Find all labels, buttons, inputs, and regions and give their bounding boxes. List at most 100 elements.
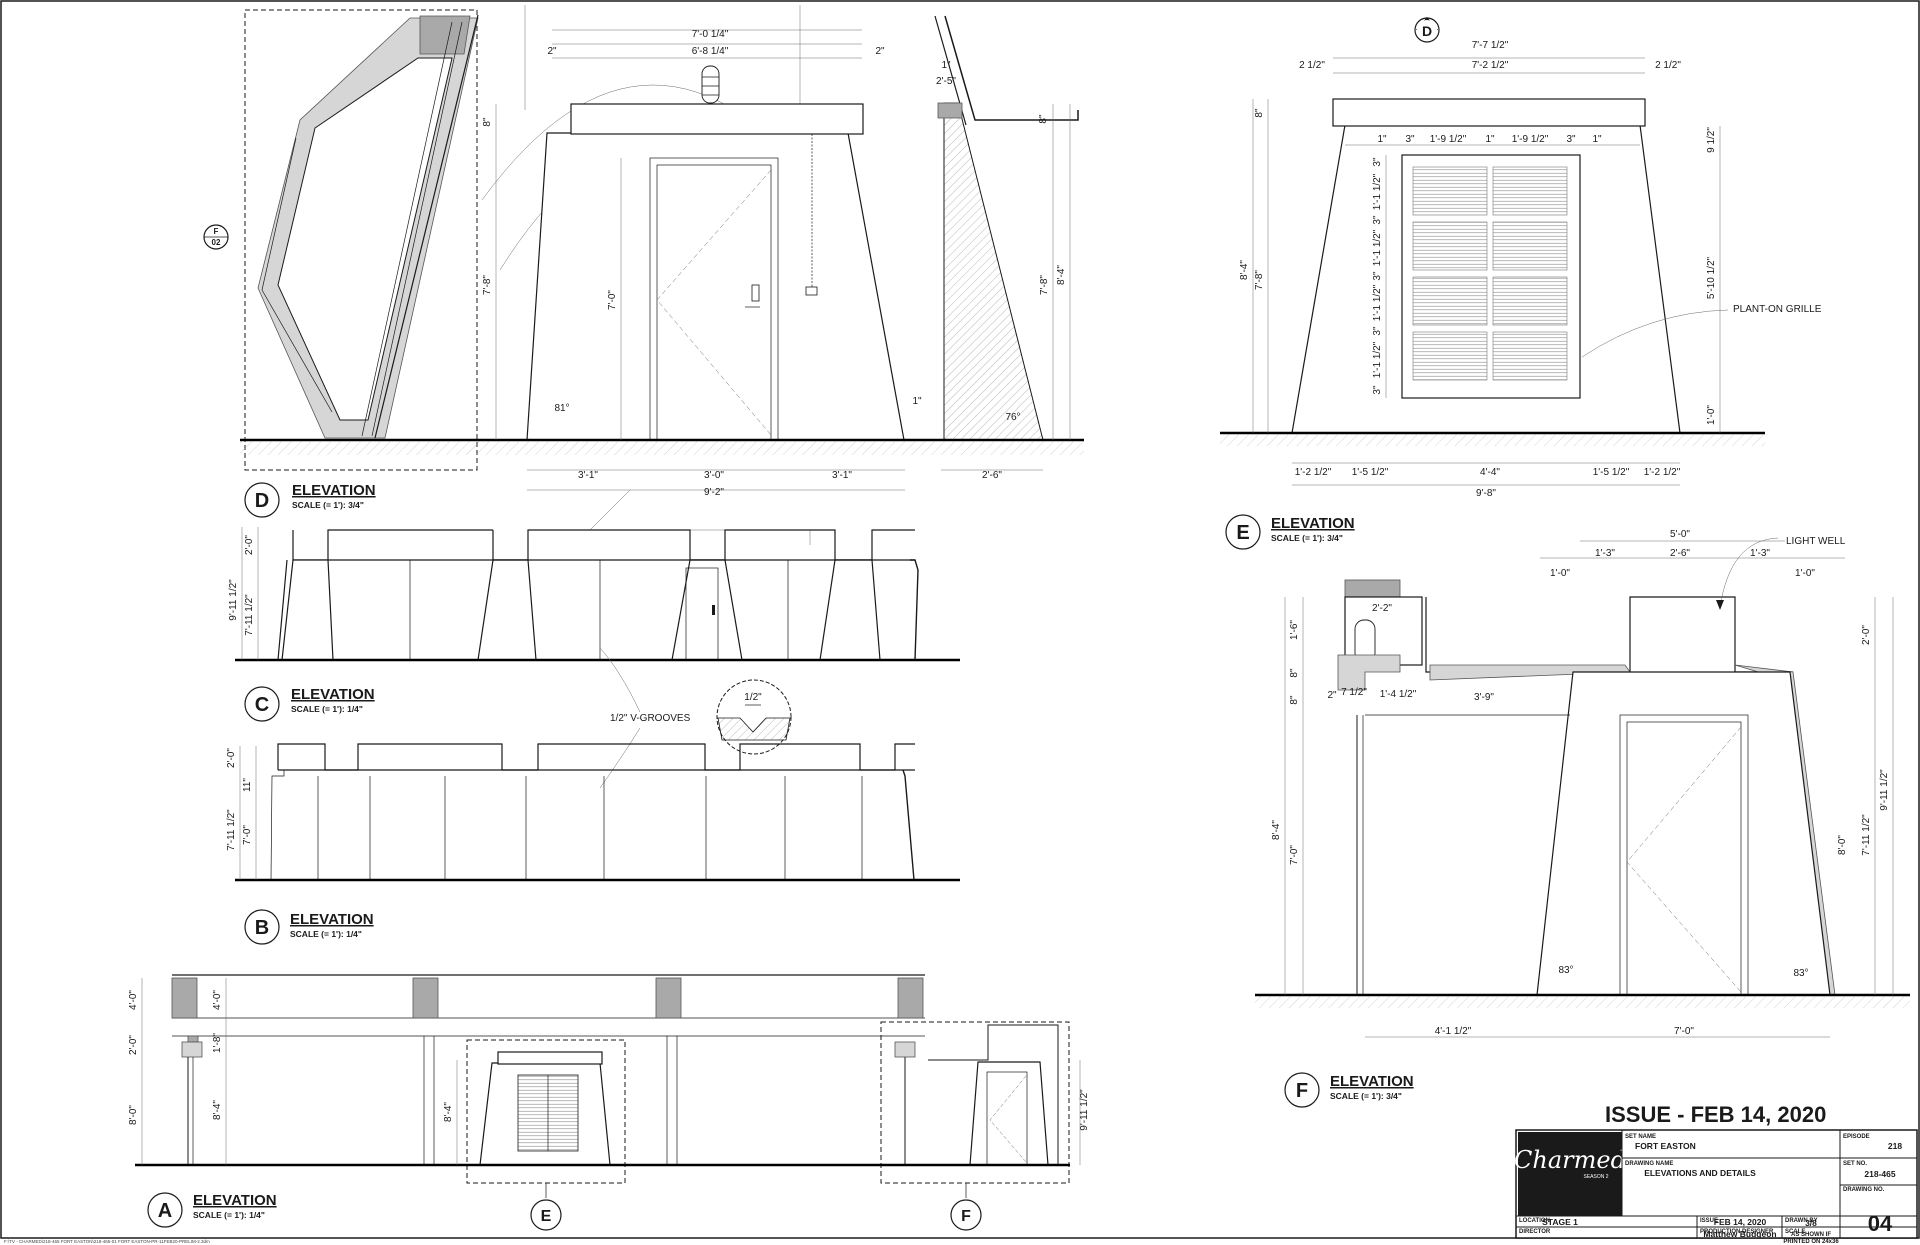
view-scale-b: SCALE (= 1'): 1/4" (290, 929, 362, 939)
svg-text:5'-10 1/2": 5'-10 1/2" (1706, 256, 1717, 299)
detail-bubble-bottom: 02 (212, 238, 221, 247)
svg-text:3": 3" (1405, 134, 1415, 145)
view-label-d: D ELEVATION SCALE (= 1'): 3/4" (244, 482, 376, 518)
svg-text:1'-9 1/2": 1'-9 1/2" (1430, 134, 1467, 145)
svg-text:D: D (255, 490, 269, 512)
svg-text:7'-0 1/4": 7'-0 1/4" (692, 29, 729, 40)
svg-text:8'-4": 8'-4" (212, 1100, 223, 1120)
view-scale-e: SCALE (= 1'): 3/4" (1271, 533, 1343, 543)
svg-text:DIRECTOR: DIRECTOR (1519, 1229, 1551, 1235)
svg-text:3'-1": 3'-1" (578, 470, 598, 481)
logo-panel (1518, 1132, 1622, 1216)
drawing-no-value: 04 (1868, 1211, 1893, 1236)
detail-region-f (880, 1021, 1070, 1184)
view-title-f: ELEVATION (1330, 1073, 1414, 1090)
view-label-c: C ELEVATION SCALE (= 1'): 1/4" (244, 686, 375, 722)
svg-text:2'-0": 2'-0" (226, 748, 237, 768)
set-name-value: FORT EASTON (1635, 1141, 1696, 1151)
svg-text:2": 2" (875, 46, 885, 57)
angled-wall-section (257, 15, 479, 439)
svg-text:7'-8": 7'-8" (1254, 270, 1265, 290)
svg-text:3": 3" (1372, 385, 1383, 395)
svg-text:ISSUE: ISSUE (1700, 1218, 1718, 1224)
svg-text:8": 8" (1289, 668, 1300, 678)
svg-text:83°: 83° (1793, 968, 1808, 979)
svg-text:3": 3" (1372, 157, 1383, 167)
svg-text:7'-7 1/2": 7'-7 1/2" (1472, 40, 1509, 51)
logo-subtitle: SEASON 2 (1583, 1174, 1608, 1180)
svg-text:LOCATION: LOCATION (1519, 1218, 1550, 1224)
svg-text:1'-0": 1'-0" (1706, 405, 1717, 425)
svg-text:2 1/2": 2 1/2" (1299, 60, 1325, 71)
hut-body-d (526, 132, 905, 441)
svg-text:3'-1": 3'-1" (832, 470, 852, 481)
svg-text:2'-2": 2'-2" (1372, 603, 1392, 614)
svg-text:SCALE: SCALE (1785, 1229, 1805, 1235)
view-scale-a: SCALE (= 1'): 1/4" (193, 1210, 265, 1220)
view-title-b: ELEVATION (290, 911, 374, 928)
section-marker-d: D (1414, 17, 1440, 43)
svg-text:4'-0": 4'-0" (212, 990, 223, 1010)
view-label-f: F ELEVATION SCALE (= 1'): 3/4" (1284, 1072, 1414, 1108)
svg-text:4'-0": 4'-0" (128, 990, 139, 1010)
svg-text:8'-0": 8'-0" (128, 1105, 139, 1125)
svg-text:2": 2" (547, 46, 557, 57)
elevation-c-drawing: 2'-0" 9'-11 1/2" 7'-11 1/2" (228, 489, 960, 662)
svg-text:1'-4 1/2": 1'-4 1/2" (1380, 689, 1417, 700)
ref-bubble-e: E (530, 1199, 562, 1231)
svg-text:1": 1" (1377, 134, 1387, 145)
lamp-d (701, 65, 720, 104)
svg-text:9'-11 1/2": 9'-11 1/2" (228, 579, 239, 621)
svg-text:A: A (158, 1200, 172, 1222)
elevation-a-drawing: 4'-0" 4'-0" 2'-0" 1'-8" 8'-0" 8'-4" 8'-4… (128, 974, 1090, 1198)
svg-text:1": 1" (912, 396, 922, 407)
svg-text:2'-0": 2'-0" (244, 535, 255, 555)
svg-text:2 1/2": 2 1/2" (1655, 60, 1681, 71)
svg-text:1'-8": 1'-8" (212, 1033, 223, 1053)
hut-body-f (1536, 671, 1831, 996)
svg-text:1/2": 1/2" (744, 692, 762, 703)
svg-text:7'-11 1/2": 7'-11 1/2" (244, 594, 255, 636)
svg-text:1": 1" (1592, 134, 1602, 145)
view-label-b: B ELEVATION SCALE (= 1'): 1/4" (244, 909, 374, 945)
location-value: STAGE 1 (1542, 1217, 1578, 1227)
svg-text:SET NO.: SET NO. (1843, 1161, 1867, 1167)
view-label-a: A ELEVATION SCALE (= 1'): 1/4" (147, 1192, 277, 1228)
view-label-e: E ELEVATION SCALE (= 1'): 3/4" (1225, 514, 1355, 550)
svg-text:7'-0": 7'-0" (1674, 1026, 1694, 1037)
plant-on-grille-label: PLANT-ON GRILLE (1733, 304, 1822, 315)
vgrooves-label: 1/2" V-GROOVES (610, 713, 691, 724)
svg-text:11": 11" (242, 778, 253, 792)
svg-text:83°: 83° (1558, 965, 1573, 976)
svg-text:7'-11 1/2": 7'-11 1/2" (226, 809, 237, 851)
svg-text:1'-2 1/2": 1'-2 1/2" (1644, 467, 1681, 478)
svg-text:7'-8": 7'-8" (482, 275, 493, 295)
ref-bubble-f: F (950, 1199, 982, 1231)
svg-text:81°: 81° (554, 403, 569, 414)
svg-text:7 1/2": 7 1/2" (1341, 687, 1367, 698)
title-block: Charmed SEASON 2 SET NAME FORT EASTON DR… (1514, 1129, 1918, 1239)
view-title-d: ELEVATION (292, 482, 376, 499)
elevation-b-drawing: 2'-0" 11" 7'-11 1/2" 7'-0" (226, 743, 960, 882)
svg-text:PRINTED ON 24x36: PRINTED ON 24x36 (1783, 1239, 1839, 1245)
svg-text:8'-4": 8'-4" (1056, 265, 1067, 285)
view-title-e: ELEVATION (1271, 515, 1355, 532)
elevation-f-drawing: LIGHT WELL 5'-0" 1'-0" 1'-3" 2'-6" 1'-3"… (1255, 529, 1910, 1038)
right-wall-section-d (943, 102, 1044, 441)
svg-text:8'-0": 8'-0" (1837, 835, 1848, 855)
svg-text:1": 1" (941, 60, 951, 71)
svg-text:1'-1 1/2": 1'-1 1/2" (1372, 229, 1383, 266)
svg-text:2'-0": 2'-0" (1861, 625, 1872, 645)
svg-text:E: E (1236, 522, 1249, 544)
svg-text:8'-4": 8'-4" (1271, 820, 1282, 840)
svg-text:8": 8" (482, 117, 493, 127)
charmed-logo: Charmed (1514, 1146, 1626, 1174)
view-scale-d: SCALE (= 1'): 3/4" (292, 500, 364, 510)
svg-text:76°: 76° (1005, 412, 1020, 423)
vgroove-callout: 1/2" V-GROOVES 1/2" (599, 647, 792, 789)
svg-text:DRAWING NO.: DRAWING NO. (1843, 1187, 1885, 1193)
svg-text:1'-3": 1'-3" (1595, 548, 1615, 559)
svg-text:8'-4": 8'-4" (1239, 260, 1250, 280)
svg-text:9'-2": 9'-2" (704, 487, 724, 498)
